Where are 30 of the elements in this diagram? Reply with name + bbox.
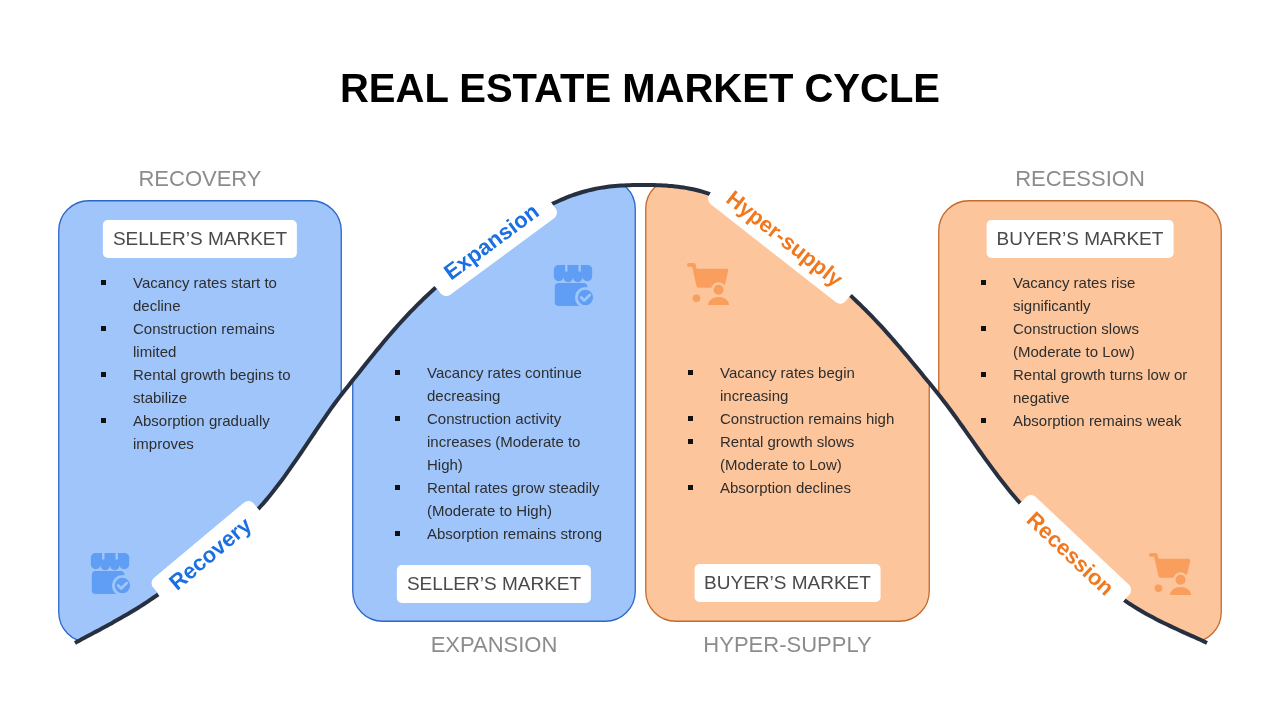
bullet-item: Rental growth turns low or negative	[980, 363, 1193, 409]
curve-line	[74, 592, 160, 645]
phase-heading: RECESSION	[1015, 166, 1145, 192]
market-label: SELLER’S MARKET	[102, 220, 298, 258]
market-label: SELLER’S MARKET	[396, 565, 592, 603]
bullet-item: Rental growth begins to stabilize	[100, 363, 313, 409]
bullet-item: Construction activity increases (Moderate to High)	[394, 407, 607, 476]
curve-line	[1123, 598, 1208, 645]
bullet-item: Absorption gradually improves	[100, 409, 313, 455]
title: REAL ESTATE MARKET CYCLE	[340, 65, 940, 112]
phase-heading: HYPER-SUPPLY	[703, 632, 872, 658]
bullet-item: Vacancy rates continue decreasing	[394, 361, 607, 407]
market-label: BUYER’S MARKET	[986, 220, 1174, 258]
bullet-item: Vacancy rates begin increasing	[687, 361, 900, 407]
bullet-item: Construction remains high	[687, 407, 900, 430]
bullet-item: Absorption remains weak	[980, 409, 1193, 432]
curve-line	[849, 293, 1022, 505]
curve-line	[256, 286, 438, 511]
phase-heading: RECOVERY	[138, 166, 262, 192]
bullet-item: Absorption remains strong	[394, 522, 607, 545]
bullet-item: Absorption declines	[687, 476, 900, 499]
phase-heading: EXPANSION	[430, 632, 558, 658]
curve-line	[550, 183, 711, 206]
bullet-item: Construction slows (Moderate to Low)	[980, 317, 1193, 363]
bullet-item: Vacancy rates rise significantly	[980, 271, 1193, 317]
bullet-item: Rental growth slows (Moderate to Low)	[687, 430, 900, 476]
market-label: BUYER’S MARKET	[694, 564, 881, 602]
bullet-item: Construction remains limited	[100, 317, 313, 363]
bullet-item: Rental rates grow steadily (Moderate to High)	[394, 476, 607, 522]
bullet-item: Vacancy rates start to decline	[100, 271, 313, 317]
